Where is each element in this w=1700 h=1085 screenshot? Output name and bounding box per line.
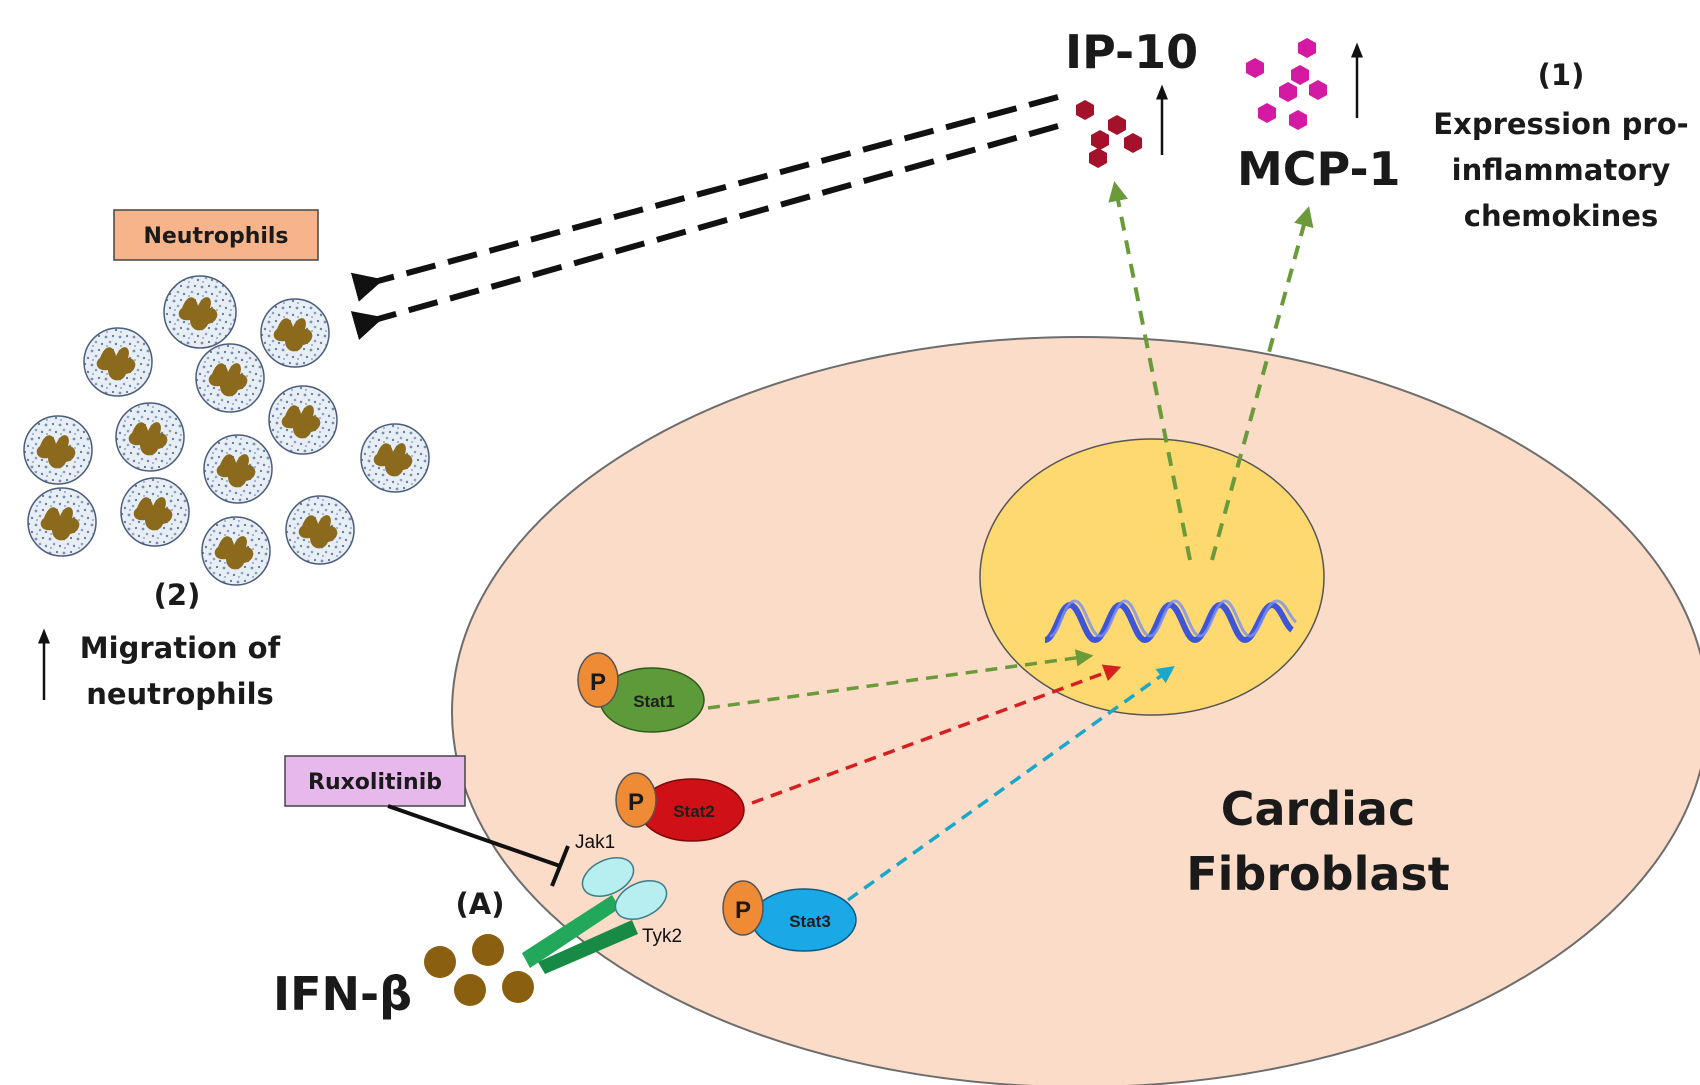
nucleus — [979, 438, 1325, 716]
tyk2-kinase — [614, 880, 668, 920]
stat2-phospho-group — [615, 772, 657, 828]
neutrophil-icon — [203, 434, 273, 504]
cell-label-line2: Fibroblast — [1186, 847, 1450, 901]
migration-arrow-1 — [350, 94, 1059, 302]
neutrophil-icon — [23, 415, 93, 485]
step1-line1: Expression pro- — [1433, 107, 1688, 141]
stat1-label: Stat1 — [633, 692, 675, 711]
receptor-icon — [522, 895, 638, 974]
fibroblast-cell — [451, 336, 1700, 1085]
step2-line2: neutrophils — [86, 677, 274, 711]
neutrophil-icon — [285, 495, 355, 565]
neutrophil-icon — [268, 385, 338, 455]
stat1-phospho: P Stat1 — [577, 652, 705, 733]
mcp1-label: MCP-1 — [1237, 142, 1401, 196]
ruxolitinib-box-label: Ruxolitinib — [308, 770, 442, 795]
stat3-p-label: P — [735, 897, 751, 924]
arrow-stat3-nucleus — [846, 665, 1175, 902]
neutrophil-icon — [163, 275, 237, 349]
cell-label-line1: Cardiac — [1221, 782, 1416, 836]
neutrophil-icon — [201, 516, 271, 586]
neutrophil-icon — [120, 477, 190, 547]
migration-arrow-2 — [350, 123, 1059, 340]
neutrophil-icon — [115, 402, 185, 472]
neutrophil-icon — [195, 343, 265, 413]
tyk2-label: Tyk2 — [642, 926, 682, 947]
stat2-label: Stat2 — [673, 802, 715, 821]
neutrophil-icon — [360, 423, 430, 493]
stat3-phospho-group — [722, 880, 764, 936]
arrow-to-mcp1 — [1210, 206, 1314, 561]
neutrophil-icon — [83, 327, 153, 397]
ip10-label: IP-10 — [1065, 25, 1198, 79]
step1-line2: inflammatory — [1452, 153, 1671, 187]
ruxolitinib-box — [284, 755, 466, 807]
step2-line1: Migration of — [80, 631, 281, 665]
neutrophil-icon — [260, 298, 330, 368]
step2-annotation: (2) Migration of neutrophils — [38, 578, 281, 711]
step1-number: (1) — [1538, 58, 1585, 92]
stat2-p-label: P — [628, 789, 644, 816]
neutrophils-box — [113, 209, 319, 261]
neutrophil-icon — [27, 487, 97, 557]
stat3-phospho: P Stat3 — [722, 880, 857, 952]
stat2-phospho: P Stat2 — [615, 772, 745, 842]
ifn-beta-molecules — [424, 934, 534, 1006]
mcp1-chemokine-icon — [1246, 38, 1327, 130]
arrow-to-ip10 — [1108, 181, 1192, 561]
jak1-kinase — [581, 857, 635, 897]
dna-icon — [1043, 599, 1298, 644]
inhibition-icon — [550, 845, 570, 887]
step1-annotation: (1) Expression pro- inflammatory chemoki… — [1433, 58, 1688, 233]
inhibition-line — [387, 804, 561, 868]
jak1-label: Jak1 — [575, 832, 615, 853]
step1-line3: chemokines — [1464, 199, 1658, 233]
step-a-label: (A) — [456, 887, 505, 921]
neutrophils-box-label: Neutrophils — [143, 224, 288, 249]
stat1-p-label: P — [590, 669, 606, 696]
ip10-chemokine-icon — [1076, 100, 1142, 168]
stat3-label: Stat3 — [789, 912, 831, 931]
stat1-phospho-group — [577, 652, 619, 708]
step2-number: (2) — [154, 578, 201, 612]
neutrophil-cluster — [23, 275, 430, 586]
arrow-stat1-nucleus — [707, 649, 1094, 710]
ifn-beta-label: IFN-β — [273, 967, 412, 1021]
arrow-stat2-nucleus — [751, 664, 1122, 805]
